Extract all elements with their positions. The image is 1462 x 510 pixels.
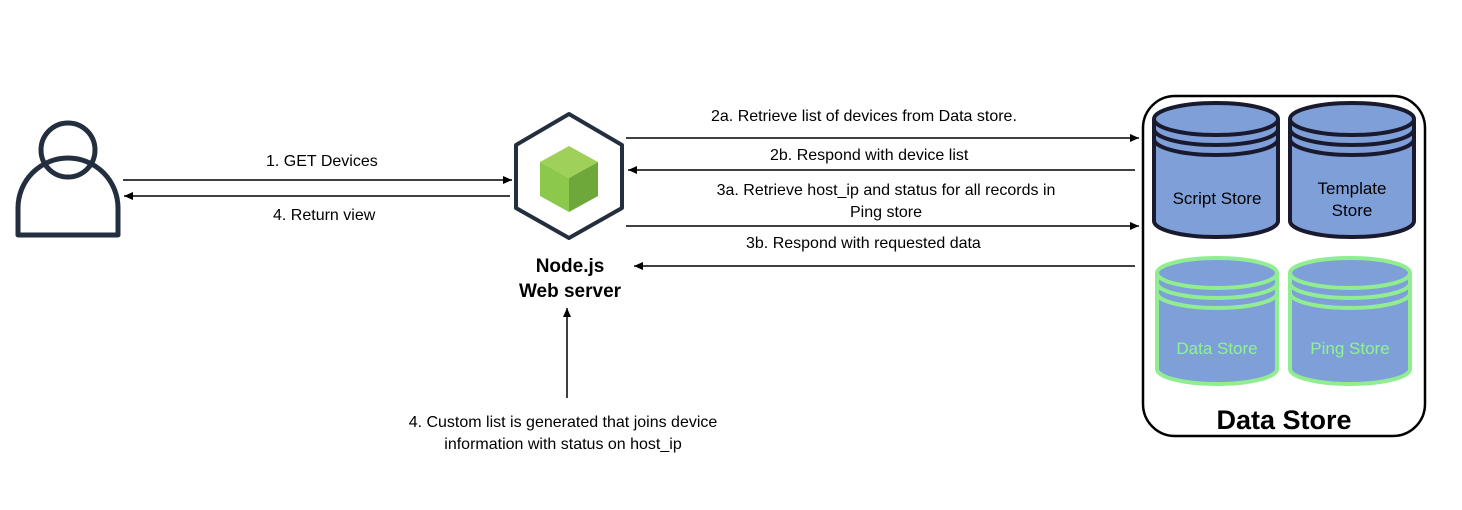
ping-store-label: Ping Store bbox=[1310, 339, 1389, 358]
label-get-devices: 1. GET Devices bbox=[266, 153, 378, 170]
ping-store-cylinder: Ping Store bbox=[1288, 256, 1412, 386]
label-respond-devices: 2b. Respond with device list bbox=[770, 147, 969, 164]
label-custom-list: 4. Custom list is generated that joins d… bbox=[380, 412, 746, 456]
label-respond-data: 3b. Respond with requested data bbox=[746, 235, 981, 252]
server-name-line1: Node.js bbox=[535, 256, 605, 277]
label-custom-list-line1: 4. Custom list is generated that joins d… bbox=[408, 414, 718, 431]
label-custom-list-line2: information with status on host_ip bbox=[444, 436, 682, 453]
server-name: Node.js Web server bbox=[470, 254, 670, 304]
label-retrieve-ping: 3a. Retrieve host_ip and status for all … bbox=[680, 180, 1092, 224]
user-icon bbox=[15, 120, 121, 238]
label-retrieve-ping-line2: Ping store bbox=[849, 204, 923, 221]
script-store-label: Script Store bbox=[1173, 189, 1262, 208]
nodejs-cube-icon bbox=[514, 112, 624, 240]
template-store-label-line1: Template bbox=[1318, 179, 1387, 198]
label-retrieve-ping-line1: 3a. Retrieve host_ip and status for all … bbox=[716, 182, 1056, 199]
script-store-cylinder: Script Store bbox=[1152, 101, 1280, 239]
data-store-label: Data Store bbox=[1176, 339, 1257, 358]
label-return-view: 4. Return view bbox=[273, 207, 376, 224]
template-store-label-line2: Store bbox=[1332, 201, 1373, 220]
template-store-cylinder: Template Store bbox=[1288, 101, 1416, 239]
server-name-line2: Web server bbox=[518, 281, 622, 302]
label-retrieve-devices: 2a. Retrieve list of devices from Data s… bbox=[711, 108, 1017, 125]
data-store-cylinder: Data Store bbox=[1155, 256, 1279, 386]
data-store-title: Data Store bbox=[1216, 405, 1352, 435]
